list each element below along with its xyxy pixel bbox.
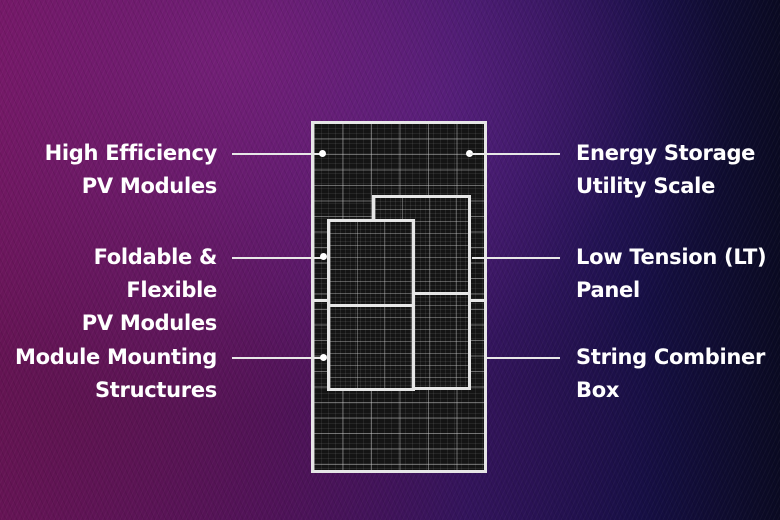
label-foldable-flexible-pv-modules: Foldable & Flexible PV Modules <box>81 245 218 335</box>
label-string-combiner-box: String Combiner Box <box>576 345 766 402</box>
label-energy-storage-utility-scale: Energy Storage Utility Scale <box>576 141 756 198</box>
connector-line <box>232 153 322 155</box>
label-low-tension-panel: Low Tension (LT) Panel <box>576 245 767 302</box>
small-solar-panel <box>327 219 415 391</box>
label-high-efficiency-pv-modules: High Efficiency PV Modules <box>44 141 218 198</box>
connector-line <box>232 257 322 259</box>
connector-line <box>472 257 560 259</box>
connector-dot <box>320 253 327 260</box>
connector-line <box>232 357 322 359</box>
connector-dot <box>466 150 473 157</box>
connector-dot <box>320 354 327 361</box>
connector-line <box>470 153 560 155</box>
connector-line <box>486 357 560 359</box>
connector-dot <box>319 150 326 157</box>
label-module-mounting-structures: Module Mounting Structures <box>14 345 217 402</box>
